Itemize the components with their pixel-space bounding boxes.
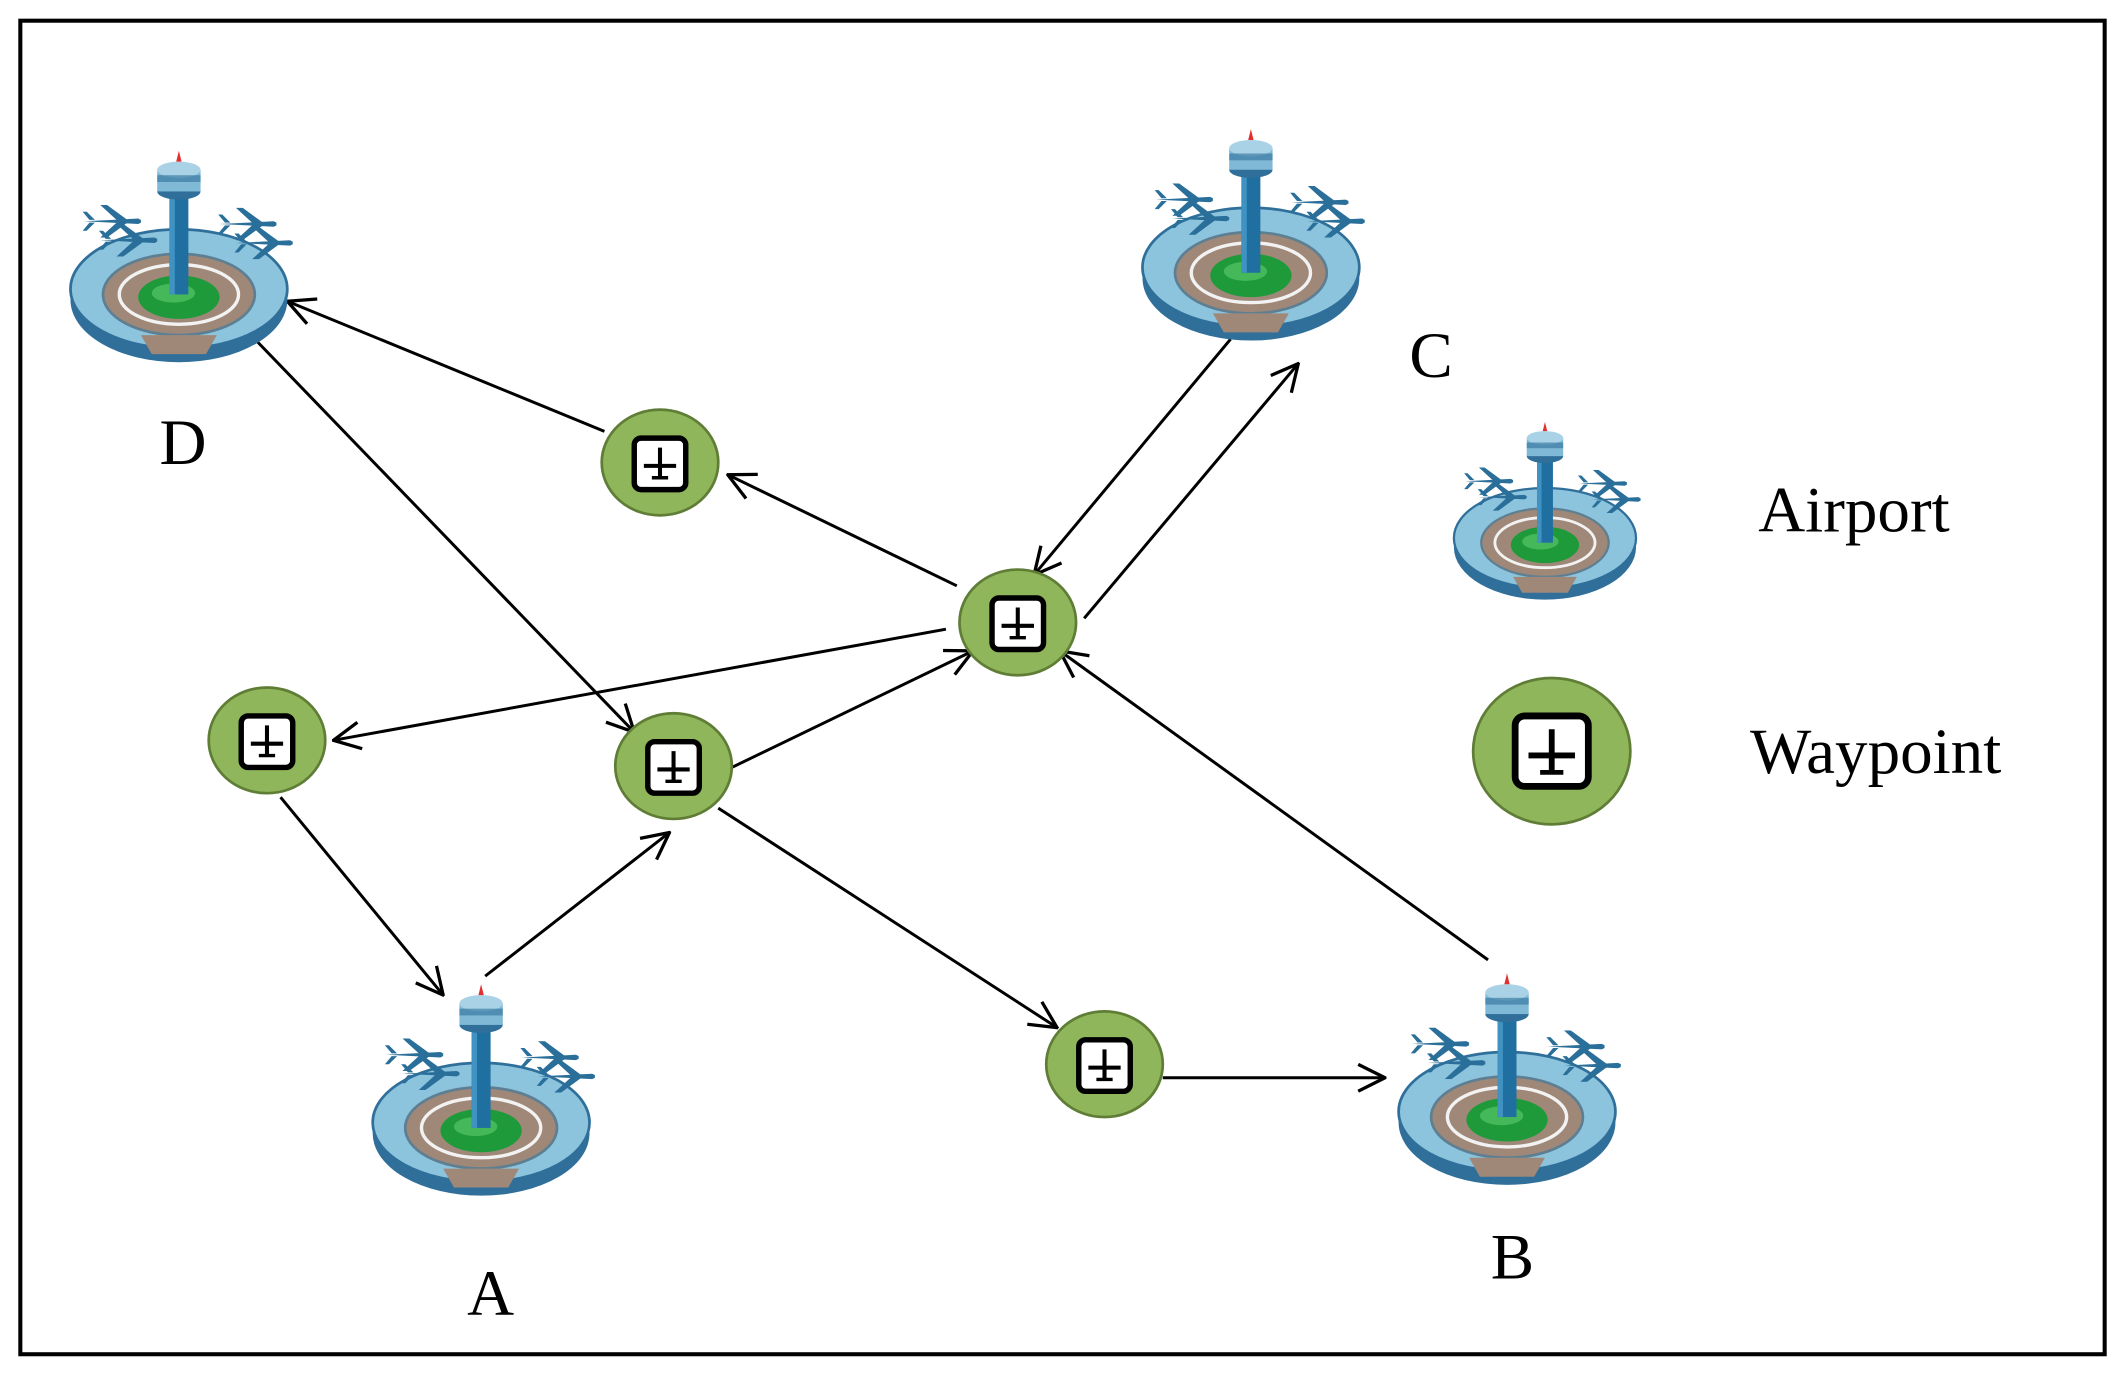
legend-airport: Airport	[1454, 422, 1950, 600]
arrow-b-to-w2	[1060, 651, 1489, 962]
arrow-w3-to-w2	[731, 651, 973, 769]
arrow-w3-to-w5	[717, 806, 1057, 1028]
arrow-w1-to-d	[287, 301, 605, 433]
airport-label: C	[1409, 320, 1452, 392]
waypoint-w4	[207, 686, 327, 795]
arrow-c-to-w2	[1034, 338, 1232, 575]
airport-c: C	[1142, 129, 1453, 392]
airport-b: B	[1399, 973, 1624, 1293]
arrow-a-to-w3	[484, 832, 669, 978]
airport-label: A	[467, 1258, 514, 1330]
legend-airport-label: Airport	[1758, 475, 1949, 547]
legend-waypoint-label: Waypoint	[1750, 716, 2001, 788]
connection-arrows	[256, 301, 1489, 1078]
arrow-w2-to-w1	[728, 475, 958, 588]
waypoint-w2	[958, 568, 1078, 677]
waypoint-w3	[613, 711, 734, 821]
arrow-w2-to-c	[1083, 364, 1298, 620]
diagram-frame	[18, 18, 2107, 1357]
arrow-w4-to-a	[279, 796, 444, 995]
arrow-d-to-w3	[256, 340, 634, 732]
legend-waypoint: Waypoint	[1471, 676, 2001, 826]
airport-label: D	[159, 407, 206, 479]
waypoint-w5	[1044, 1010, 1165, 1119]
airport-a: A	[373, 984, 598, 1330]
legend: Airport Waypoint	[1454, 422, 2001, 826]
waypoint-w1	[600, 408, 720, 517]
arrow-w2-to-w4	[333, 627, 947, 740]
airport-label: B	[1491, 1221, 1534, 1293]
airport-d: D	[70, 151, 295, 479]
